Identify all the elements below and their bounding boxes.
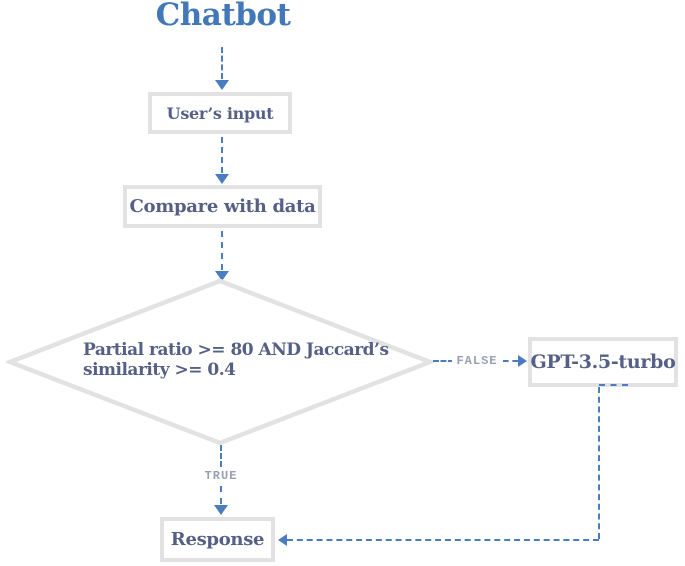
node-compare-with-data: Compare with data bbox=[123, 185, 322, 228]
arrow-gpt-to-response-horizontal bbox=[287, 539, 599, 541]
node-gpt-label: GPT-3.5-turbo bbox=[530, 351, 676, 373]
true-branch-label: TRUE bbox=[194, 469, 248, 483]
arrowhead-down-icon bbox=[215, 271, 229, 281]
decision-condition-text: Partial ratio >= 80 AND Jaccard’s simila… bbox=[83, 340, 389, 380]
arrow-decision-to-response-segment bbox=[220, 486, 222, 504]
flowchart-title: Chatbot bbox=[155, 0, 291, 33]
node-user-input: User’s input bbox=[148, 92, 292, 134]
arrow-title-to-user-input bbox=[221, 47, 223, 79]
arrowhead-down-icon bbox=[214, 505, 228, 515]
arrow-compare-to-decision bbox=[221, 231, 223, 270]
arrow-decision-to-response-segment bbox=[220, 445, 222, 467]
arrow-decision-to-gpt-segment bbox=[503, 360, 518, 362]
decision-diamond bbox=[6, 278, 434, 446]
decision-condition-line1: Partial ratio >= 80 AND Jaccard’s bbox=[83, 340, 389, 360]
node-gpt-35-turbo: GPT-3.5-turbo bbox=[528, 337, 678, 387]
arrowhead-down-icon bbox=[215, 80, 229, 90]
arrow-gpt-to-response-vertical bbox=[598, 387, 600, 539]
arrow-decision-to-gpt-segment bbox=[433, 360, 454, 362]
node-response: Response bbox=[160, 517, 275, 562]
arrowhead-down-icon bbox=[215, 174, 229, 184]
node-response-label: Response bbox=[170, 529, 265, 550]
arrowhead-left-icon bbox=[278, 534, 287, 546]
arrowhead-right-icon bbox=[518, 355, 527, 367]
node-user-input-label: User’s input bbox=[166, 103, 274, 123]
decision-condition-line2: similarity >= 0.4 bbox=[83, 360, 236, 380]
false-branch-label: FALSE bbox=[452, 354, 502, 368]
node-compare-label: Compare with data bbox=[129, 196, 316, 217]
arrow-user-input-to-compare bbox=[221, 137, 223, 173]
arrow-gpt-to-response-stub bbox=[599, 384, 628, 386]
